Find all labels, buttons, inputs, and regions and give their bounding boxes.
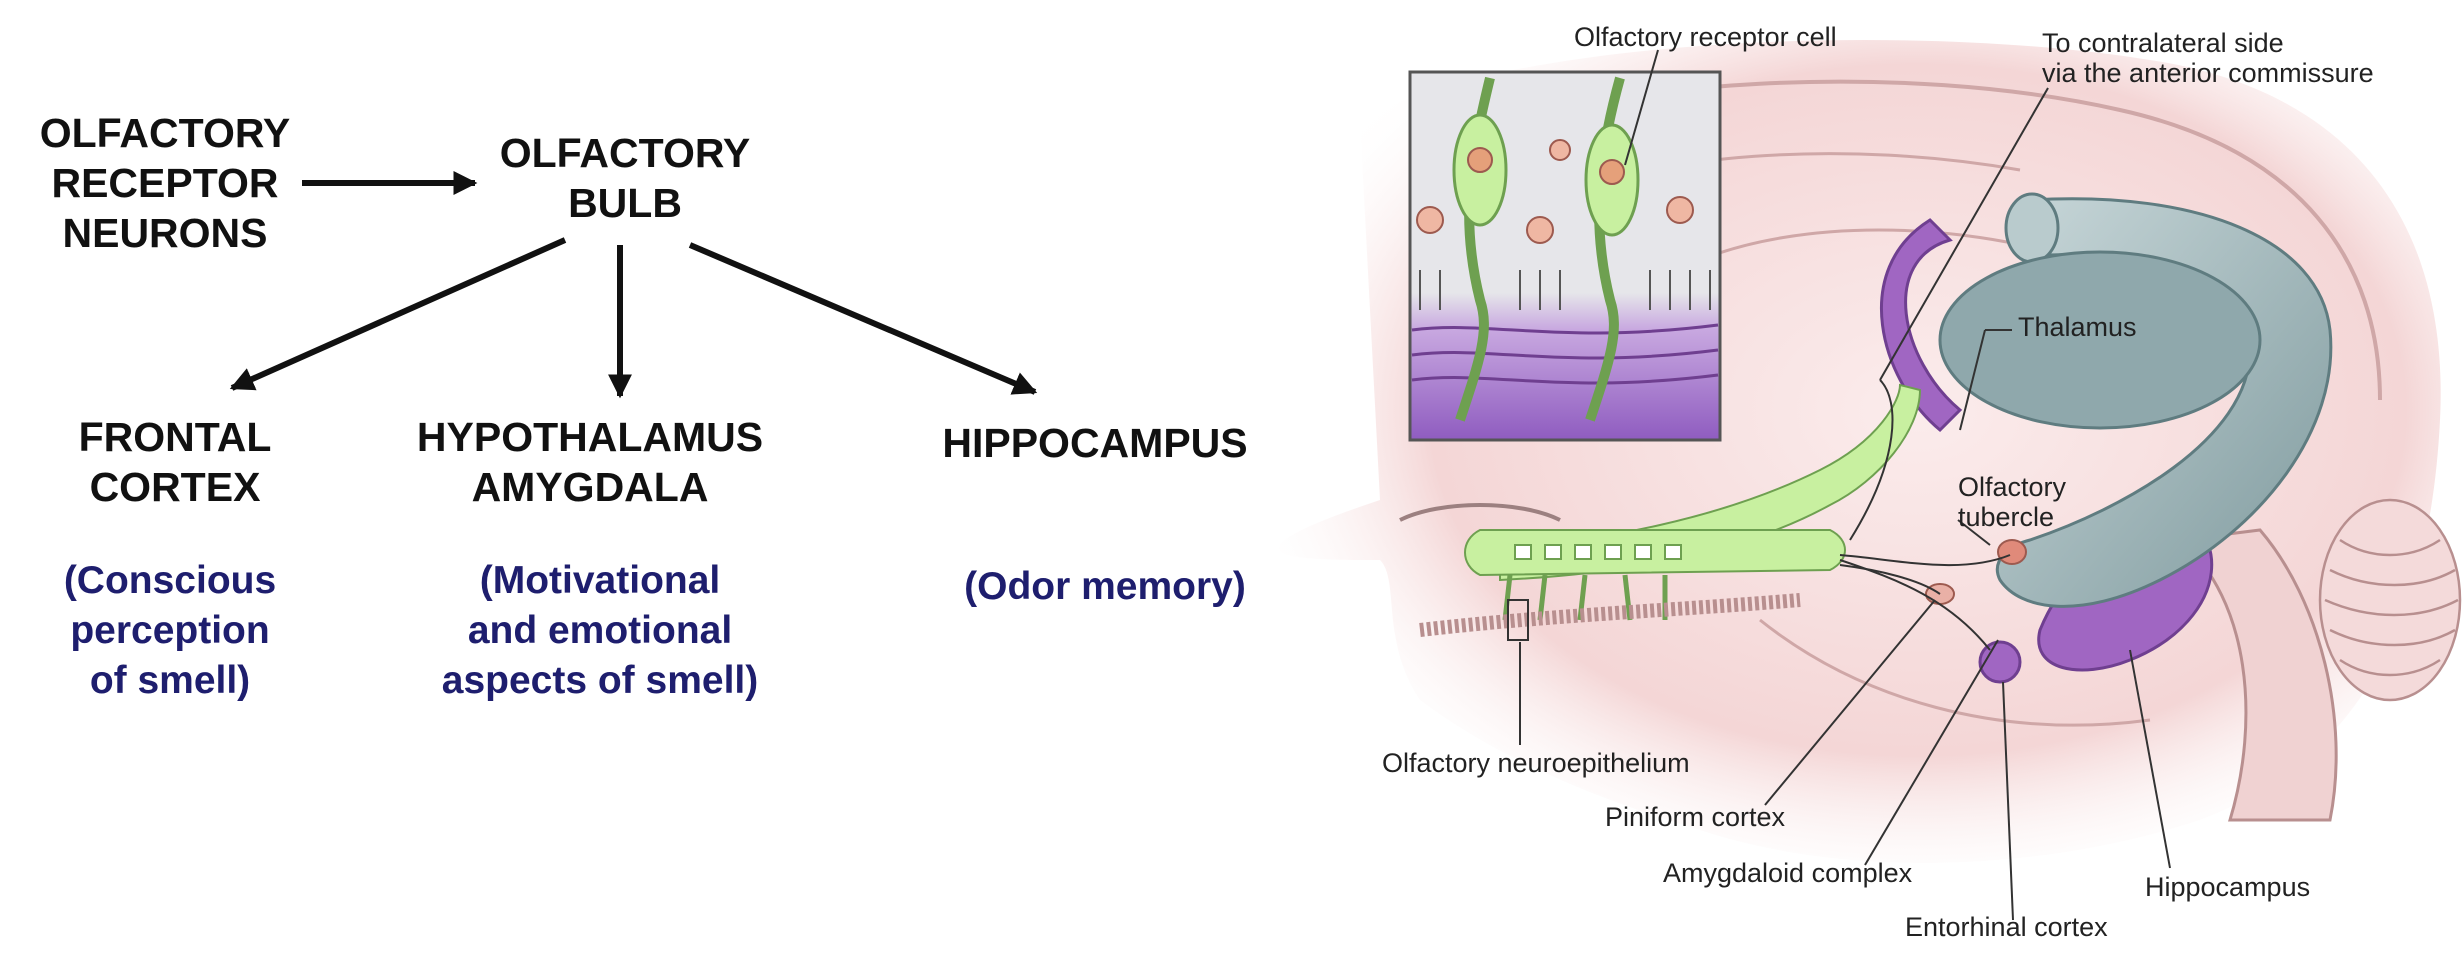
frontal-function-label: (Conscious perception of smell) [63,559,277,702]
label-olfactory-tubercle: Olfactory tubercle [1958,472,2067,532]
hippocampus-label: HIPPOCAMPUS [942,420,1248,466]
cribriform-plate [1419,593,1801,637]
label-olfactory-neuroepithelium: Olfactory neuroepithelium [1382,748,1690,778]
thalamus-structure [1938,250,2262,430]
flowchart-arrows [229,171,1038,399]
frontal-cortex-label: FRONTAL CORTEX [78,414,272,510]
neuroepithelium-highlight [1507,599,1529,641]
cortex-contour [1759,618,2151,727]
nasal-mucosa [1399,503,1561,522]
hypothalamus-function-label: (Motivational and emotional aspects of s… [441,559,759,702]
olfactory-bulb-structure [1464,529,1846,577]
purple-arc [1880,218,1963,433]
glomeruli [1514,544,1682,560]
hypothalamus-amygdala-label: HYPOTHALAMUS AMYGDALA [416,414,764,510]
brainstem [2176,528,2338,822]
label-entorhinal-cortex: Entorhinal cortex [1905,912,2108,942]
label-thalamus: Thalamus [2018,312,2137,342]
label-leader-lines [1519,49,2171,921]
ventricle-end [2004,192,2060,264]
receptor-neurons-label: OLFACTORY RECEPTOR NEURONS [39,110,291,256]
cerebellum [2318,498,2462,702]
label-contralateral: To contralateral side via the anterior c… [2042,28,2374,88]
arrow-bulb-to-frontal [229,237,567,391]
olfactory-bulb-label: OLFACTORY BULB [499,130,751,226]
olfactory-tubercle-structure [1997,539,2027,565]
label-hippocampus: Hippocampus [2145,872,2311,902]
arrow-bulb-to-hippocampus [688,242,1038,395]
olfactory-fibers [1839,379,2011,651]
receptor-cell-inset [1408,70,1722,442]
label-amygdaloid-complex: Amygdaloid complex [1663,858,1913,888]
label-olfactory-receptor-cell: Olfactory receptor cell [1574,22,1837,52]
label-piriform-cortex: Piniform cortex [1605,802,1786,832]
hippocampus-function-label: (Odor memory) [964,565,1246,608]
